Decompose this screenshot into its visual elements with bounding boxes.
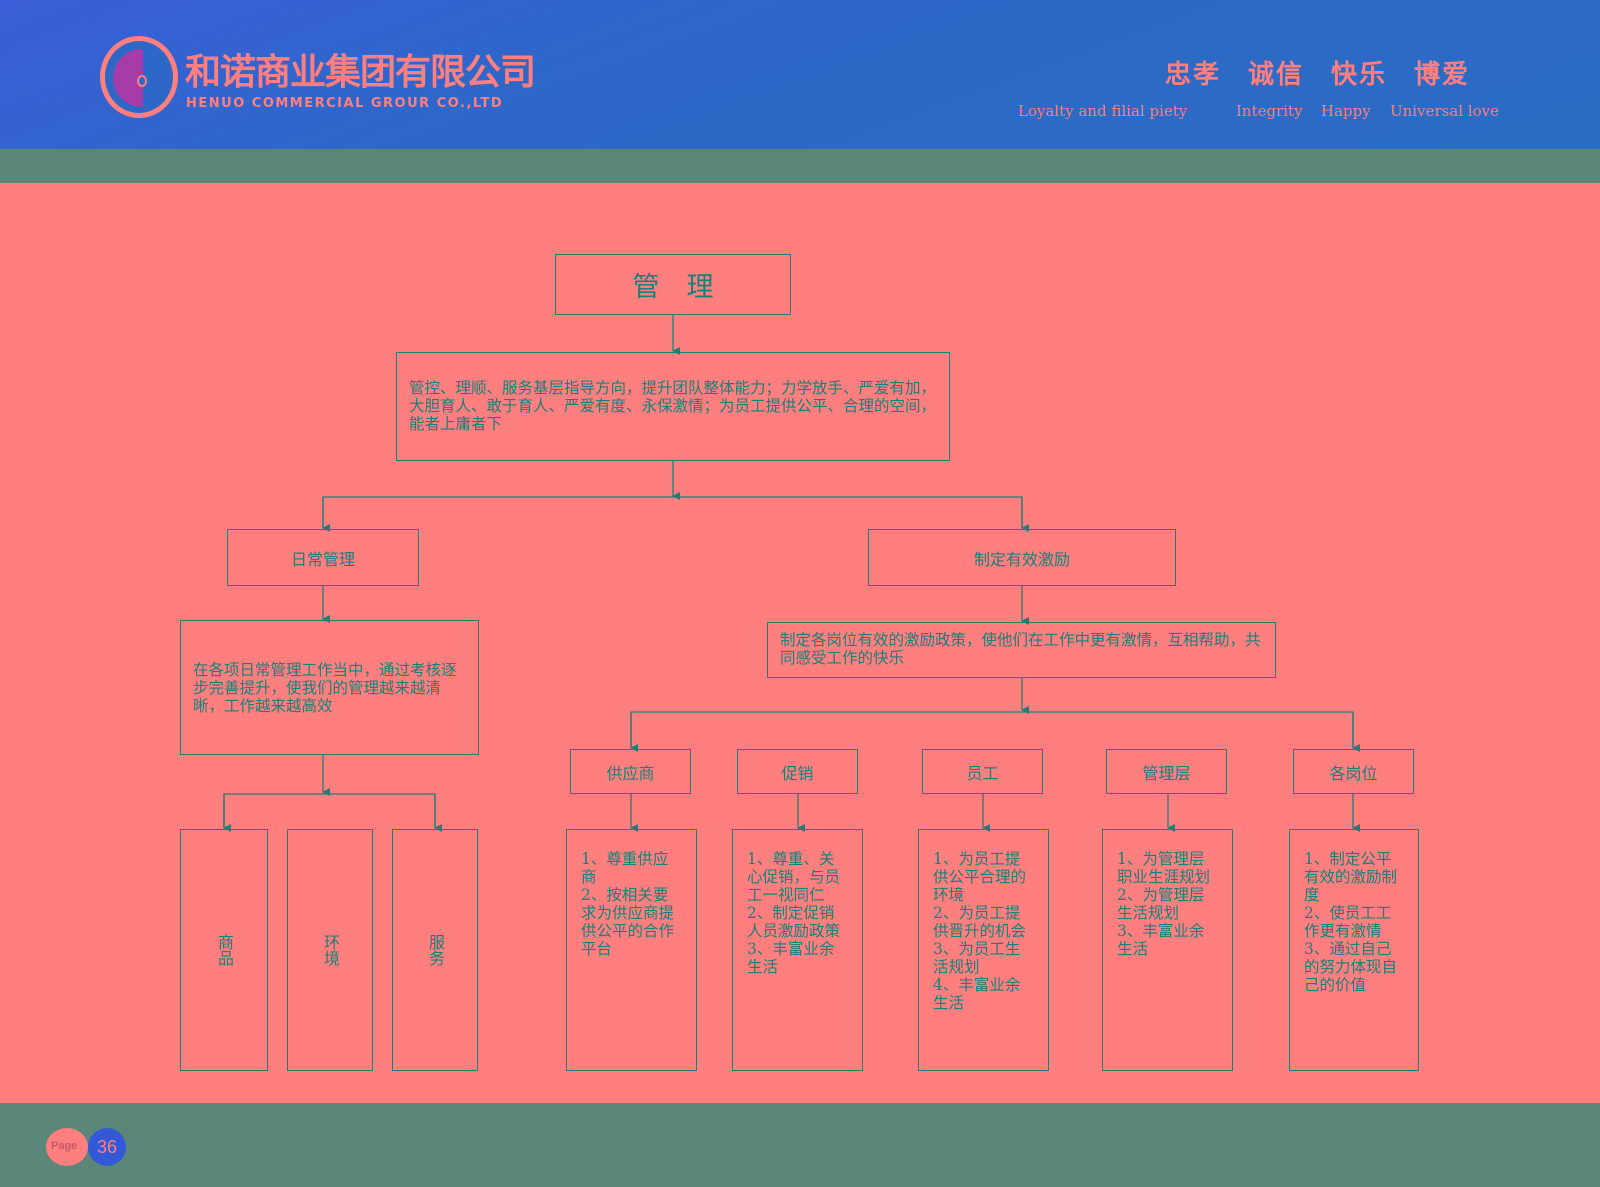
company-name-en: HENUO COMMERCIAL GROUR CO.,LTD (186, 96, 504, 111)
value-cn: 博爱 (1414, 60, 1471, 90)
value-cn: 快乐 (1331, 60, 1388, 90)
all-positions-node: 各岗位 (1293, 749, 1414, 794)
page-label: Page (51, 1140, 78, 1152)
goods-label: 商品 (215, 934, 234, 966)
daily-management-description: 在各项日常管理工作当中，通过考核逐步完善提升，使我们的管理越来越清晰，工作越来越… (180, 620, 479, 755)
supplier-detail: 1、尊重供应商 2、按相关要求为供应商提供公平的合作平台 (566, 829, 697, 1071)
value-cn: 诚信 (1248, 60, 1305, 90)
value-en: Universal love (1390, 102, 1500, 120)
service-node: 服务 (392, 829, 478, 1071)
employee-node: 员工 (922, 749, 1043, 794)
company-logo (100, 36, 178, 118)
promotion-node: 促销 (737, 749, 858, 794)
header-band (0, 149, 1600, 183)
environment-node: 环境 (287, 829, 373, 1071)
value-en: Loyalty and filial piety (1018, 102, 1188, 120)
all-positions-detail: 1、制定公平有效的激励制度 2、使员工工作更有激情 3、通过自己的努力体现自己的… (1289, 829, 1419, 1071)
incentive-node: 制定有效激励 (868, 529, 1176, 586)
management-layer-detail: 1、为管理层职业生涯规划 2、为管理层生活规划 3、丰富业余生活 (1102, 829, 1233, 1071)
employee-detail: 1、为员工提供公平合理的环境 2、为员工提供晋升的机会 3、为员工生活规划 4、… (918, 829, 1049, 1071)
goods-node: 商品 (180, 829, 268, 1071)
value-en: Happy (1321, 102, 1371, 120)
footer (0, 1103, 1600, 1187)
value-cn: 忠孝 (1165, 60, 1222, 90)
daily-management-node: 日常管理 (227, 529, 419, 586)
incentive-description: 制定各岗位有效的激励政策，使他们在工作中更有激情，互相帮助，共同感受工作的快乐 (767, 622, 1276, 678)
value-en: Integrity (1236, 102, 1303, 120)
root-description: 管控、理顺、服务基层指导方向，提升团队整体能力；力学放手、严爱有加，大胆育人、敢… (396, 352, 950, 461)
supplier-node: 供应商 (570, 749, 691, 794)
root-node: 管 理 (555, 254, 791, 315)
service-label: 服务 (426, 934, 445, 966)
environment-label: 环境 (321, 934, 340, 966)
page-number: 36 (88, 1128, 126, 1166)
header: 和诺商业集团有限公司 HENUO COMMERCIAL GROUR CO.,LT… (0, 0, 1600, 149)
management-layer-node: 管理层 (1106, 749, 1227, 794)
company-name-cn: 和诺商业集团有限公司 (185, 52, 536, 93)
promotion-detail: 1、尊重、关心促销，与员工一视同仁 2、制定促销人员激励政策 3、丰富业余生活 (732, 829, 863, 1071)
page-label-badge: Page (46, 1128, 88, 1166)
